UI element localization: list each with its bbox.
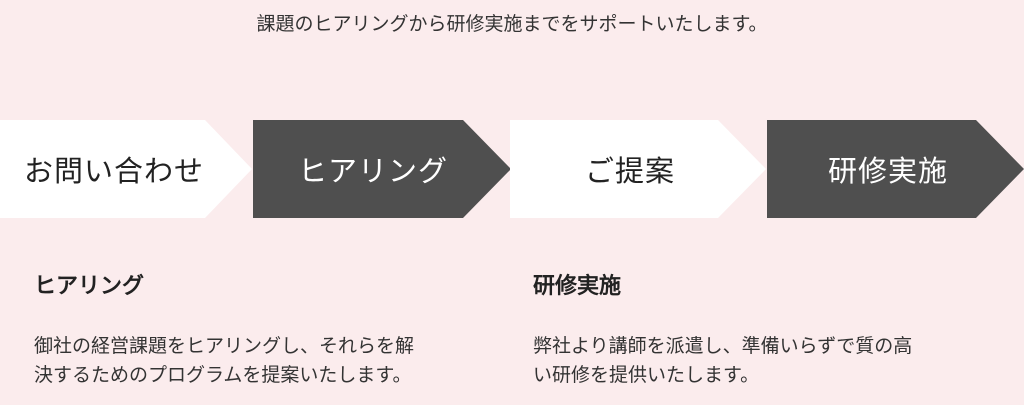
step-hearing: ヒアリング <box>253 120 511 218</box>
process-flow: お問い合わせ ヒアリング ご提案 研修実施 <box>0 120 1024 218</box>
detail-hearing-line-2: 決するためのプログラムを提案いたします。 <box>34 364 412 386</box>
detail-hearing-text: 御社の経営課題をヒアリングし、それらを解 決するためのプログラムを提案いたします… <box>34 332 504 390</box>
step-training: 研修実施 <box>767 120 1024 218</box>
step-hearing-label: ヒアリング <box>297 154 448 188</box>
step-inquiry-arrow-shape <box>0 120 252 218</box>
step-training-label: 研修実施 <box>827 154 948 188</box>
detail-hearing-title: ヒアリング <box>34 274 145 299</box>
detail-training-text: 弊社より講師を派遣し、準備いらずで質の高 い研修を提供いたします。 <box>533 332 1003 390</box>
step-proposal: ご提案 <box>510 120 766 218</box>
detail-training: 研修実施 弊社より講師を派遣し、準備いらずで質の高 い研修を提供いたします。 <box>533 270 1003 390</box>
detail-training-line-1: 弊社より講師を派遣し、準備いらずで質の高 <box>533 335 913 357</box>
step-hearing-arrow-shape <box>253 120 511 218</box>
step-proposal-arrow-shape <box>510 120 766 218</box>
step-training-arrow-shape <box>767 120 1024 218</box>
detail-training-line-2: い研修を提供いたします。 <box>533 364 760 386</box>
step-inquiry: お問い合わせ <box>0 120 252 218</box>
detail-hearing-line-1: 御社の経営課題をヒアリングし、それらを解 <box>34 335 415 357</box>
detail-training-title: 研修実施 <box>533 274 622 299</box>
step-inquiry-label: お問い合わせ <box>23 154 204 188</box>
detail-hearing: ヒアリング 御社の経営課題をヒアリングし、それらを解 決するためのプログラムを提… <box>34 270 504 390</box>
intro-text: 課題のヒアリングから研修実施までをサポートいたします。 <box>256 13 768 35</box>
step-proposal-label: ご提案 <box>584 154 675 188</box>
